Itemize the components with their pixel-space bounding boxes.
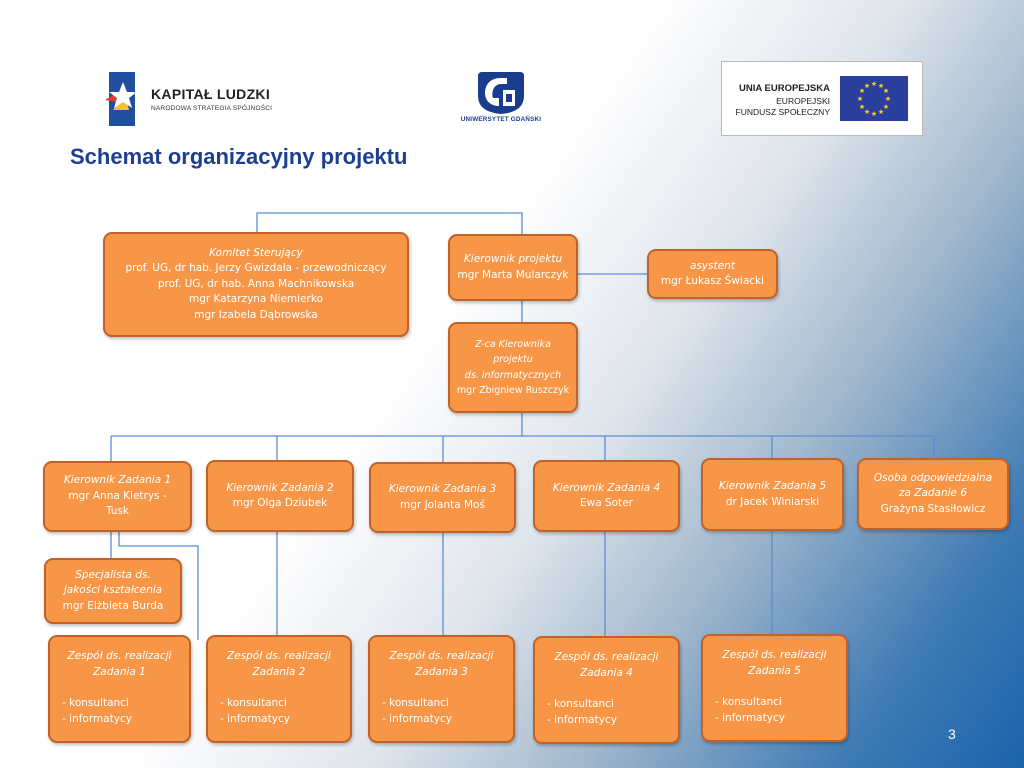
zespol-zadania-1-box: Zespół ds. realizacji Zadania 1 - konsul… [48, 635, 191, 743]
komitet-member: prof. UG, dr hab. Anna Machnikowska [157, 277, 355, 290]
kapital-ludzki-title: KAPITAŁ LUDZKI [151, 86, 271, 102]
zadanie1-person-line2: Tusk [105, 505, 130, 518]
zadanie2-person: mgr Olga Dziubek [232, 497, 328, 509]
zespol5-title-line2: Zadania 5 [748, 664, 801, 677]
svg-text:★: ★ [885, 95, 891, 103]
zespol2-title: Zespół ds. realizacji [227, 650, 331, 662]
specjalista-person: mgr Elżbieta Burda [62, 599, 164, 612]
svg-text:★: ★ [883, 103, 889, 111]
kapital-ludzki-subtitle: NARODOWA STRATEGIA SPÓJNOŚCI [151, 105, 273, 112]
svg-text:★: ★ [871, 110, 877, 118]
eu-logo-line2: EUROPEJSKI [776, 96, 830, 106]
zespol1-title: Zespół ds. realizacji [67, 650, 172, 662]
zespol-zadania-2-box: Zespół ds. realizacji Zadania 2 - konsul… [206, 635, 352, 743]
zespol-zadania-4-box: Zespół ds. realizacji Zadania 4 - konsul… [533, 636, 680, 744]
asystent-box: asystent mgr Łukasz Świacki [647, 249, 778, 299]
specjalista-box: Specjalista ds. jakości kształcenia mgr … [44, 558, 182, 624]
zadanie1-role: Kierownik Zadania 1 [63, 474, 172, 487]
svg-text:★: ★ [864, 82, 870, 90]
zastepca-role: Z-ca Kierownika projektu [475, 338, 551, 366]
zespol3-title: Zespół ds. realizacji [389, 650, 494, 662]
eu-logo-line3: FUNDUSZ SPOŁECZNY [735, 107, 830, 117]
zadanie6-role: Osoba odpowiedzialna [873, 471, 993, 484]
kierownik-zadania-5-box: Kierownik Zadania 5 dr Jacek Winiarski [701, 458, 844, 531]
zespol4-title: Zespół ds. realizacji [554, 651, 659, 663]
zespol4-item: - informatycy [547, 713, 617, 726]
zadanie1-person: mgr Anna Kietrys - [68, 489, 167, 502]
zespol-zadania-3-box: Zespół ds. realizacji Zadania 3 - konsul… [368, 635, 515, 743]
specjalista-role-line2: jakości kształcenia [63, 584, 163, 597]
eu-logo: UNIA EUROPEJSKA EUROPEJSKI FUNDUSZ SPOŁE… [721, 61, 923, 136]
zespol-zadania-5-box: Zespół ds. realizacji Zadania 5 - konsul… [701, 634, 848, 742]
zadanie5-role: Kierownik Zadania 5 [718, 480, 827, 492]
asystent-person: mgr Łukasz Świacki [660, 275, 765, 287]
connector-komitet-kierownik [256, 212, 523, 236]
svg-text:★: ★ [871, 80, 877, 88]
kapital-ludzki-logo: KAPITAŁ LUDZKI NARODOWA STRATEGIA SPÓJNO… [103, 70, 283, 130]
svg-text:★: ★ [864, 108, 870, 116]
komitet-member: mgr Katarzyna Niemierko [189, 293, 323, 306]
zespol3-item: - konsultanci [382, 697, 449, 709]
zespol2-item: - informatycy [220, 712, 290, 725]
zespol3-title-line2: Zadania 3 [415, 665, 468, 678]
zadanie4-person: Ewa Soter [580, 497, 633, 509]
zastepca-kierownika-box: Z-ca Kierownika projektu ds. informatycz… [448, 322, 578, 413]
kierownik-zadania-2-box: Kierownik Zadania 2 mgr Olga Dziubek [206, 460, 354, 532]
kierownik-role: Kierownik projektu [463, 253, 563, 265]
zadanie2-role: Kierownik Zadania 2 [226, 481, 334, 494]
zespol1-title-line2: Zadania 1 [93, 665, 146, 678]
zespol2-title-line2: Zadania 2 [252, 665, 306, 678]
kierownik-person: mgr Marta Mularczyk [457, 268, 569, 281]
zadanie4-role: Kierownik Zadania 4 [552, 481, 661, 494]
komitet-role: Komitet Sterujący [209, 246, 303, 259]
connector-zadanie1-zespol1 [118, 531, 199, 640]
osoba-zadanie-6-box: Osoba odpowiedzialna za Zadanie 6 Grażyn… [857, 458, 1009, 530]
svg-text:★: ★ [857, 95, 863, 103]
specjalista-role: Specjalista ds. [75, 568, 151, 581]
zastepca-role-line2: ds. informatycznych [464, 369, 562, 381]
komitet-sterujacy-box: Komitet Sterujący prof. UG, dr hab. Jerz… [103, 232, 409, 337]
zespol2-item: - konsultanci [220, 697, 287, 709]
svg-text:★: ★ [883, 87, 889, 95]
zadanie6-role-line2: za Zadanie 6 [898, 487, 968, 500]
asystent-role: asystent [690, 259, 735, 272]
zadanie3-role: Kierownik Zadania 3 [388, 483, 497, 495]
eu-flag-icon: ★★★ ★★★ ★★★ ★★★ [840, 76, 908, 121]
ug-emblem [478, 72, 524, 114]
zespol3-item: - informatycy [382, 712, 452, 725]
kierownik-zadania-4-box: Kierownik Zadania 4 Ewa Soter [533, 460, 680, 532]
zespol5-title: Zespół ds. realizacji [722, 649, 827, 661]
komitet-member: mgr Izabela Dąbrowska [194, 308, 318, 321]
zespol4-item: - konsultanci [547, 698, 614, 710]
zadanie6-person: Grażyna Stasiłowicz [880, 502, 986, 515]
zespol1-item: - konsultanci [62, 697, 129, 709]
eu-logo-line1: UNIA EUROPEJSKA [739, 83, 830, 94]
zadanie3-person: mgr Jolanta Moś [400, 498, 485, 511]
svg-text:★: ★ [859, 103, 865, 111]
kierownik-projektu-box: Kierownik projektu mgr Marta Mularczyk [448, 234, 578, 301]
zespol5-item: - konsultanci [715, 696, 782, 708]
zadanie5-person: dr Jacek Winiarski [725, 495, 820, 508]
svg-text:★: ★ [878, 108, 884, 116]
ug-logo-text: UNIWERSYTET GDAŃSKI [460, 116, 542, 123]
zastepca-person: mgr Zbigniew Ruszczyk [456, 385, 570, 396]
komitet-member: prof. UG, dr hab. Jerzy Gwizdała - przew… [125, 262, 387, 275]
zespol4-title-line2: Zadania 4 [580, 666, 633, 679]
ug-logo: UNIWERSYTET GDAŃSKI [458, 70, 544, 130]
kapital-ludzki-emblem [105, 72, 137, 126]
kierownik-zadania-3-box: Kierownik Zadania 3 mgr Jolanta Moś [369, 462, 516, 533]
page-title: Schemat organizacyjny projektu [70, 144, 408, 169]
zespol1-item: - informatycy [62, 712, 132, 725]
svg-text:★: ★ [859, 87, 865, 95]
zespol5-item: - informatycy [715, 711, 785, 724]
kierownik-zadania-1-box: Kierownik Zadania 1 mgr Anna Kietrys - T… [43, 461, 192, 532]
svg-text:★: ★ [878, 82, 884, 90]
page-number: 3 [948, 726, 956, 742]
